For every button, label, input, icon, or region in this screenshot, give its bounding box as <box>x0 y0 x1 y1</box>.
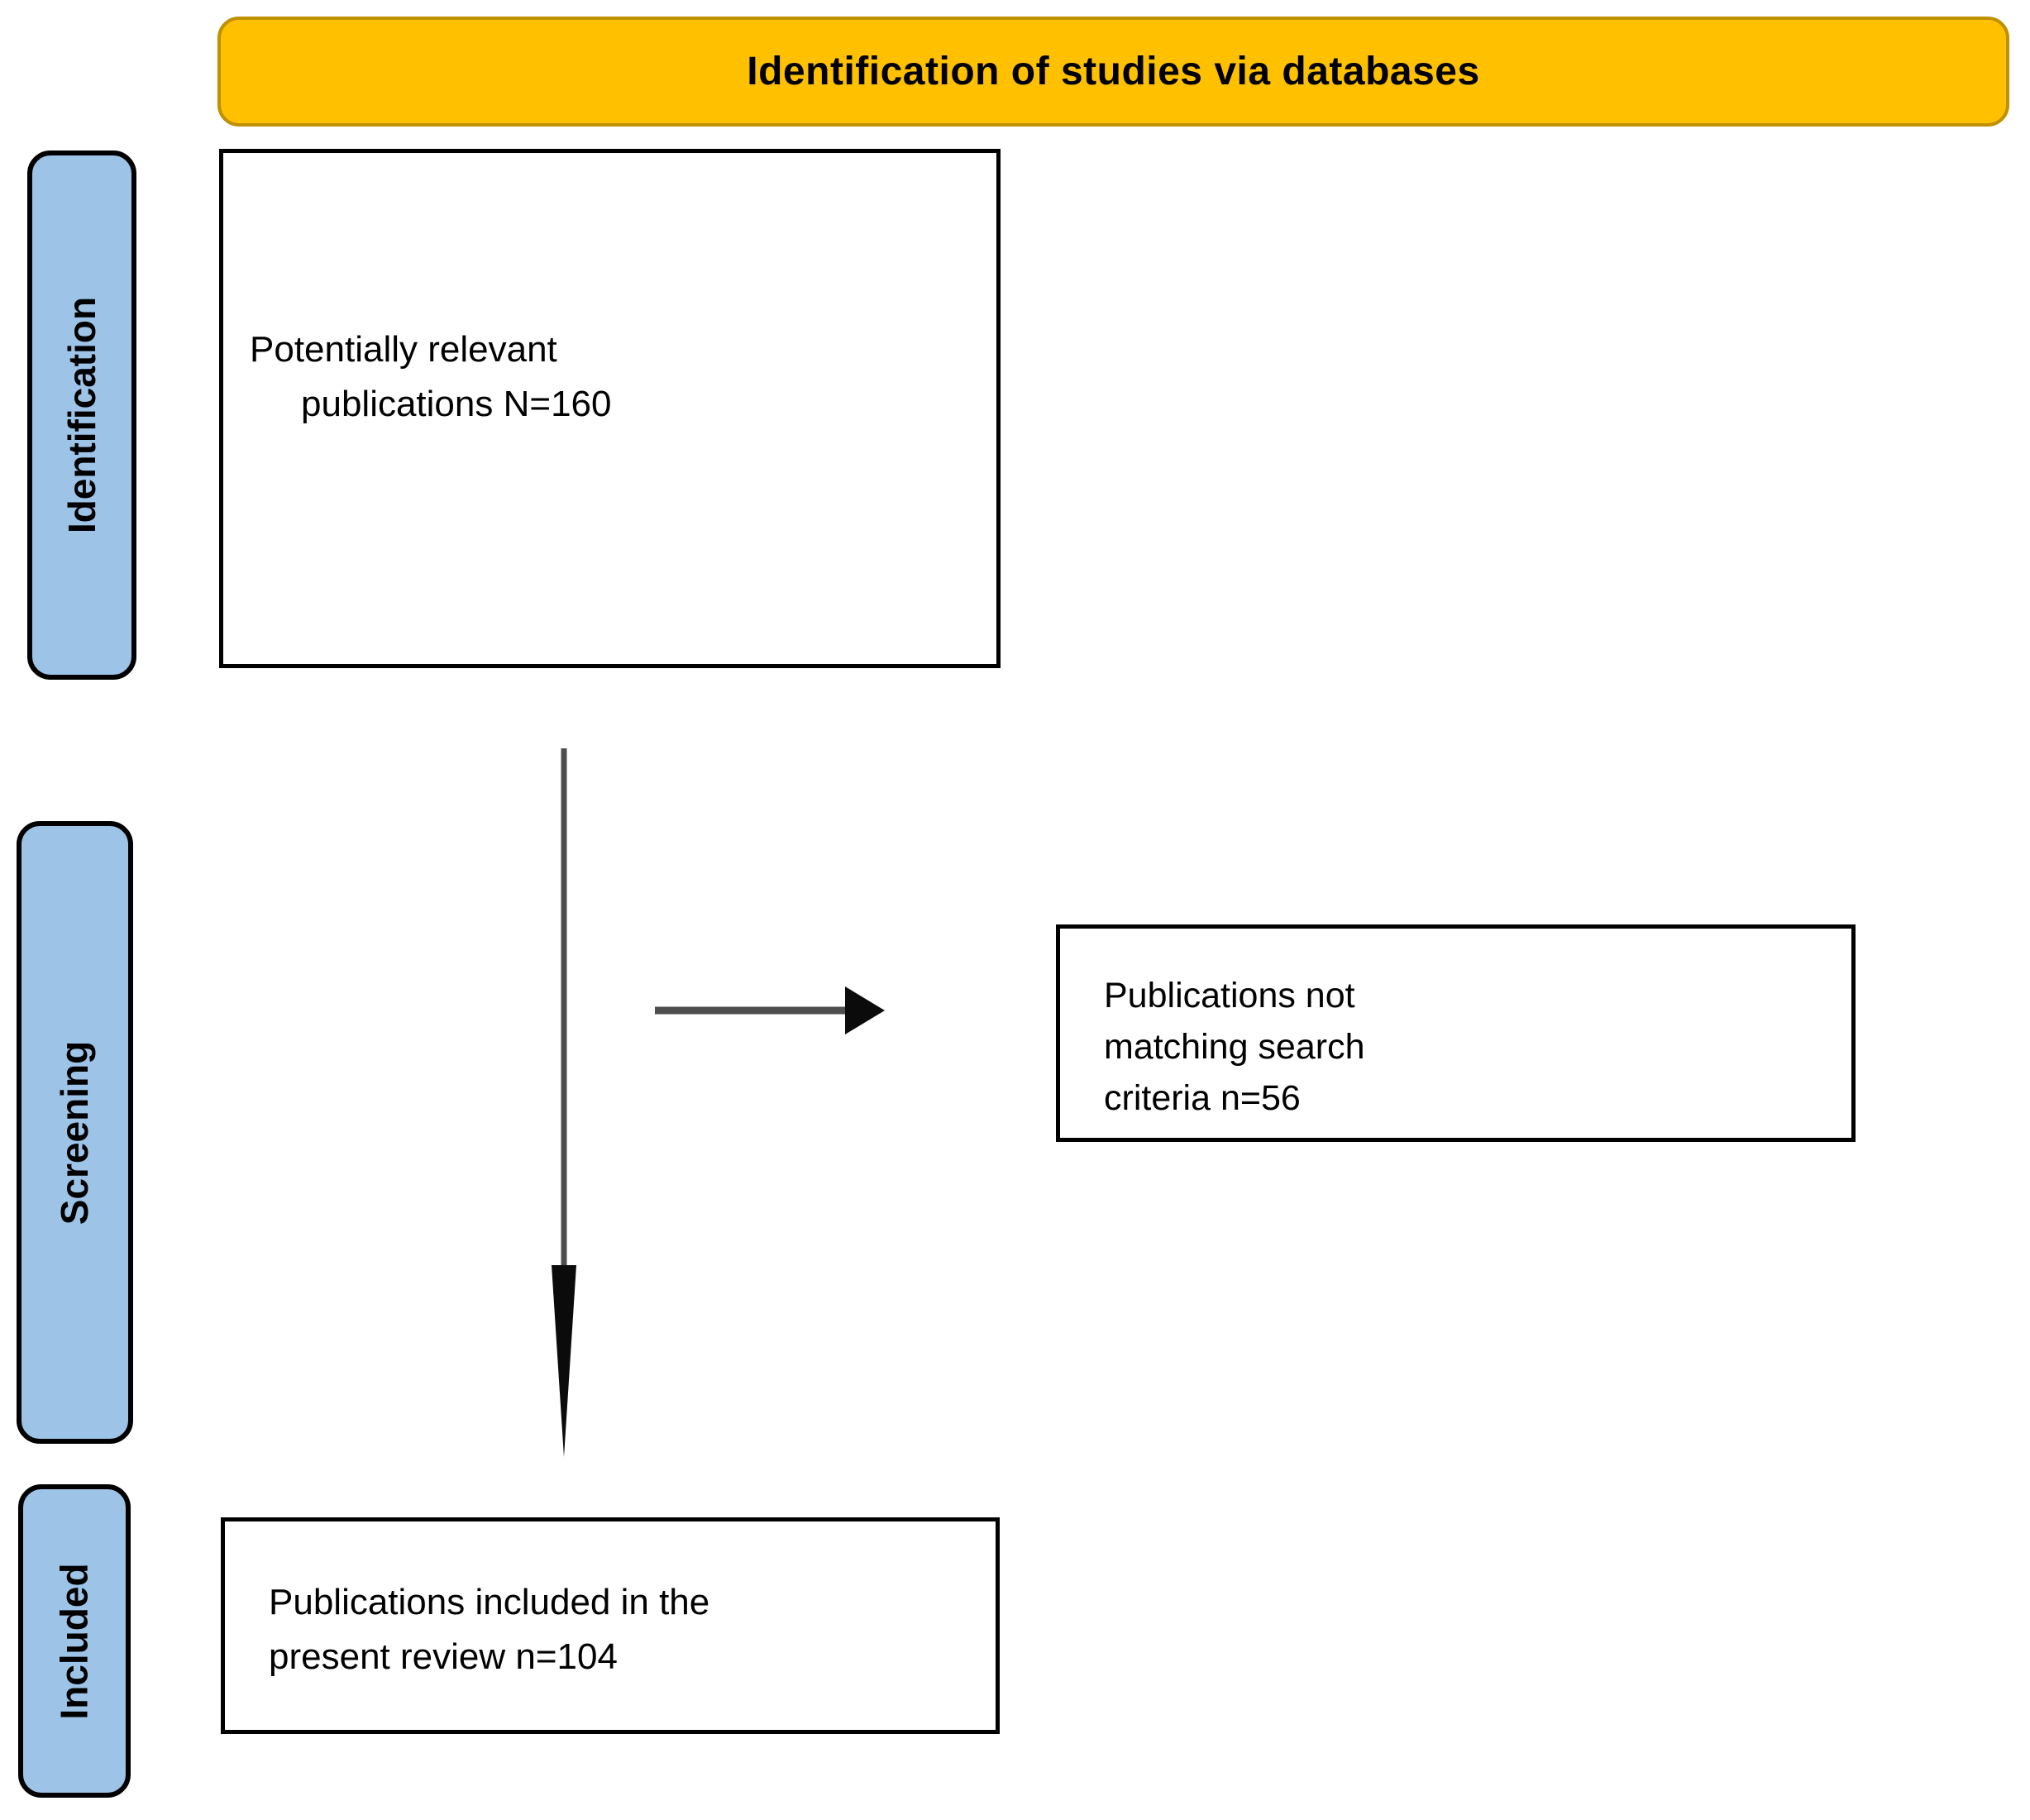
header-banner: Identification of studies via databases <box>217 17 2009 127</box>
box-line: Potentially relevant <box>250 329 557 370</box>
box-potentially-relevant-text: Potentially relevant publications N=160 <box>250 322 980 432</box>
box-line: Publications not <box>1104 975 1355 1015</box>
diagram-title: Identification of studies via databases <box>747 50 1480 93</box>
box-line: present review n=104 <box>269 1636 618 1677</box>
stage-identification-label: Identification <box>60 296 104 534</box>
stage-screening: Screening <box>17 821 133 1444</box>
stage-identification: Identification <box>27 150 136 680</box>
flow-arrow-right <box>655 986 885 1034</box>
box-line: criteria n=56 <box>1104 1077 1301 1118</box>
down-arrow-head <box>552 1265 576 1457</box>
stage-screening-label: Screening <box>53 1040 97 1225</box>
box-not-matching: Publications not matching search criteri… <box>1056 924 1856 1142</box>
right-arrow-head <box>845 986 885 1034</box>
box-line: publications N=160 <box>301 384 612 424</box>
stage-included-label: Included <box>53 1562 96 1720</box>
box-potentially-relevant: Potentially relevant publications N=160 <box>219 149 1001 668</box>
box-not-matching-text: Publications not matching search criteri… <box>1104 970 1851 1124</box>
flow-arrow-down <box>552 748 576 1457</box>
box-line: Publications included in the <box>269 1582 710 1622</box>
box-line: matching search <box>1104 1026 1365 1067</box>
box-included-review: Publications included in the present rev… <box>221 1517 1000 1734</box>
stage-included: Included <box>18 1484 131 1798</box>
box-included-review-text: Publications included in the present rev… <box>269 1575 996 1684</box>
